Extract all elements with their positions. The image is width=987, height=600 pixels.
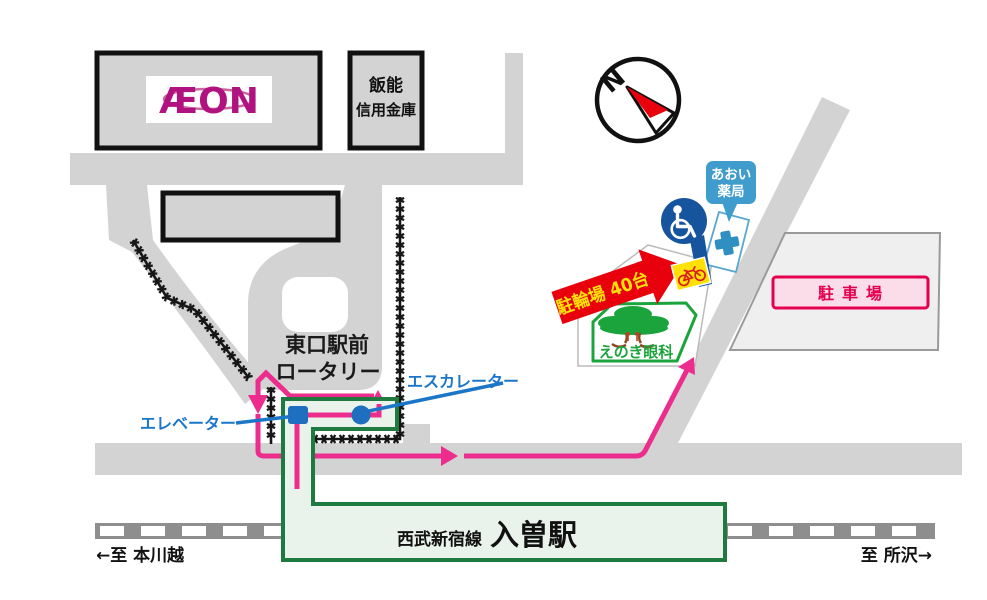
parking-lot: 駐車場 [728,232,942,351]
route-segment-west [255,414,441,459]
elevator-pointer-line [235,414,297,425]
aeon-logo-panel [146,76,272,123]
railway [95,523,935,539]
wheelchair-icon [670,205,697,240]
east-diagonal-road [650,97,850,443]
station-line-label: 西武新宿線 [397,529,482,550]
fence-west [131,239,251,379]
station-name: 西武新宿線入曽駅 [397,518,577,552]
rotary-label-line1: 東口駅前 [285,333,369,357]
bicycle-marker [670,256,712,292]
bicycle-marker-box [670,256,712,292]
direction-right-label: 至 所沢→ [861,545,932,566]
aeon-logo: ÆON [159,81,259,122]
aeon-building-outline [94,50,323,151]
unlabeled-building [160,190,341,243]
rotary-label-line2: ロータリー [276,360,381,384]
fence-hatch [129,238,253,382]
fence-hatch [311,196,405,444]
fences [129,196,405,444]
top-road [70,153,523,185]
fence-hatch [266,386,276,439]
escalator-marker-icon [351,405,371,425]
route-arrow-bicycle-icon [678,357,695,375]
bank-building: 飯能 信用金庫 [347,50,425,151]
rotary-island [282,277,348,332]
elevator-marker-icon [288,406,308,424]
parking-sign [771,275,930,310]
route-arrow-down-icon [248,395,268,414]
road-fragment [403,424,430,443]
aeon-building: ÆON [94,50,323,151]
compass-needle-red-icon [627,87,668,118]
station-building [281,397,727,562]
route-arrow-east-icon [441,446,458,466]
route-segment-east [464,368,690,459]
pharmacy-balloon-line2: 薬局 [718,183,745,200]
direction-left-label: ←至 本川越 [96,545,185,566]
route-segment-rotary [255,369,374,400]
bottom-road [95,443,962,475]
bank-building-outline [347,50,425,151]
pharmacy-balloon: あおい 薬局 [706,161,756,222]
bicycle-banner-arrow-icon [551,249,682,325]
parking-sign-label: 駐車場 [818,284,890,303]
bicycle-icon [677,265,706,287]
escalator-label: エスカレーター [407,372,519,391]
north-road-stub [505,53,523,185]
pharmacy-balloon-line1: あおい [711,167,752,183]
pharmacy-cross-icon [714,230,740,256]
rotary-label: 東口駅前 ロータリー [276,333,381,384]
pharmacy [702,210,751,274]
compass: N [594,56,682,144]
elevator-label: エレベーター [140,414,236,433]
bank-name-line2: 信用金庫 [356,101,416,119]
escalator-pointer-line [363,381,504,414]
clinic-name: えのき眼科 [599,343,674,361]
pharmacy-balloon-box [706,161,756,204]
pharmacy-balloon-pointer [722,202,738,222]
walking-route-street [248,357,695,466]
station-name-label: 入曽駅 [490,518,577,552]
bank-name-line1: 飯能 [368,75,403,96]
station-complex: 西武新宿線入曽駅 エレベーター エスカレーター [140,372,727,562]
clinic-tree-icon [598,306,669,349]
aeon-logo-swoosh-icon [162,87,256,111]
